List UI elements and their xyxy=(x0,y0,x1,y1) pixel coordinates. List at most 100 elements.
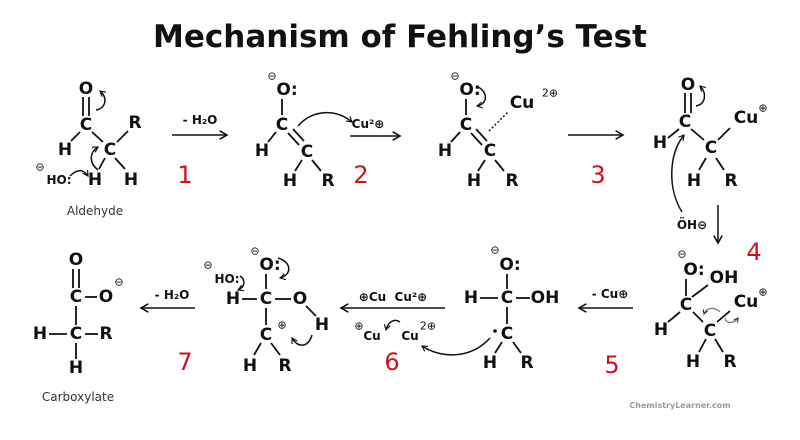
curved-arrow-icon xyxy=(383,319,401,332)
charge-negative: ⊖ xyxy=(677,248,686,261)
atom: R xyxy=(128,113,141,133)
atom: O: xyxy=(499,255,520,275)
curved-arrow-icon xyxy=(69,169,89,177)
step-4: 4 xyxy=(713,205,762,266)
molecule-hydroxy-cu: O: ⊖ OH C H C Cu ⊕ H R xyxy=(654,248,768,373)
charge-positive: ⊕ xyxy=(758,102,767,115)
charge-positive: ⊕ xyxy=(354,320,363,333)
curved-arrow-icon xyxy=(297,111,353,127)
atom: H xyxy=(58,140,72,160)
atom: H xyxy=(687,171,701,191)
atom: O xyxy=(99,287,113,307)
page-title: Mechanism of Fehling’s Test xyxy=(153,19,647,55)
watermark: ChemistryLearner.com xyxy=(629,401,730,410)
atom: H xyxy=(226,289,240,309)
reagent-label: - H₂O xyxy=(183,113,218,127)
molecule-radical: O: ⊖ H C OH C H R xyxy=(421,244,560,373)
atom: O xyxy=(681,75,695,95)
atom: R xyxy=(99,324,112,344)
atom: C xyxy=(679,112,691,132)
atom: O xyxy=(69,250,83,270)
atom: C xyxy=(484,141,496,161)
molecule-carboxylate: O C O ⊖ H C R H Carboxylate xyxy=(33,250,124,404)
radical-dot xyxy=(493,329,497,333)
atom: R xyxy=(278,356,291,376)
atom: H xyxy=(654,320,668,340)
atom: C xyxy=(301,142,313,162)
atom: R xyxy=(724,171,737,191)
curved-arrow-icon xyxy=(95,90,107,111)
curved-arrow-icon xyxy=(421,337,491,356)
atom: H xyxy=(255,141,269,161)
atom: O xyxy=(293,289,307,309)
curved-arrow-icon xyxy=(291,334,313,346)
step-5: - Cu⊕ 5 xyxy=(577,287,633,379)
curved-arrow-icon xyxy=(475,86,487,109)
curved-arrow-icon xyxy=(671,134,685,213)
atom: C xyxy=(260,289,272,309)
atom: R xyxy=(520,353,533,373)
atom: C xyxy=(104,140,116,160)
charge-negative: ⊖ xyxy=(250,245,259,258)
curved-arrow-icon xyxy=(724,317,739,324)
curved-arrow-icon xyxy=(277,257,290,281)
atom: H xyxy=(467,171,481,191)
charge-positive: 2⊕ xyxy=(542,87,558,100)
atom: C xyxy=(705,138,717,158)
atom: H xyxy=(483,353,497,373)
atom: O xyxy=(79,79,93,99)
step-number: 6 xyxy=(384,348,399,376)
reagent-label: ⊕Cu Cu²⊕ xyxy=(359,290,427,304)
atom: H xyxy=(283,171,297,191)
atom: C xyxy=(680,295,692,315)
atom: O: xyxy=(683,260,704,280)
atom: R xyxy=(321,171,334,191)
atom: C xyxy=(70,324,82,344)
atom: C xyxy=(276,115,288,135)
atom: H xyxy=(124,170,138,190)
hydroxide: HO: xyxy=(46,173,71,187)
atom: O: xyxy=(276,80,297,100)
charge-negative: ⊖ xyxy=(203,259,212,272)
atom: H xyxy=(33,324,47,344)
charge-negative: ⊖ xyxy=(35,161,44,174)
atom: Cu xyxy=(734,292,759,312)
step-number: 5 xyxy=(604,351,619,379)
step-6: ⊕Cu Cu²⊕ Cu 2⊕ Cu ⊕ 6 xyxy=(339,290,445,376)
hydroxide: HO: xyxy=(214,272,239,286)
atom: R xyxy=(505,171,518,191)
atom: Cu xyxy=(734,108,759,128)
step-2: Cu²⊕ 2 xyxy=(350,117,402,189)
charge-positive: ⊕ xyxy=(758,286,767,299)
carboxylate-label: Carboxylate xyxy=(42,390,114,404)
curved-arrow-icon xyxy=(236,275,245,292)
atom: H xyxy=(315,315,329,335)
reagent-label: - H₂O xyxy=(155,288,190,302)
atom: C xyxy=(70,287,82,307)
step-3: 3 xyxy=(568,130,625,189)
atom: H xyxy=(69,358,83,378)
atom: C xyxy=(80,115,92,135)
step-number: 2 xyxy=(353,161,368,189)
atom: H xyxy=(243,356,257,376)
atom: H xyxy=(653,133,667,153)
hydroxide-label: ÖH⊖ xyxy=(677,217,707,232)
molecule-enolate-cu: O: ⊖ C H C H R Cu 2⊕ xyxy=(438,70,558,192)
curved-arrow-icon xyxy=(702,307,721,315)
reagent-label: - Cu⊕ xyxy=(592,287,629,301)
atom: H xyxy=(88,170,102,190)
atom: Cu xyxy=(510,93,535,113)
atom: C xyxy=(501,288,513,308)
aldehyde-label: Aldehyde xyxy=(67,204,123,218)
atom: C xyxy=(501,324,513,344)
charge-negative: ⊖ xyxy=(267,70,276,83)
atom: R xyxy=(723,352,736,372)
atom: C xyxy=(260,325,272,345)
atom: H xyxy=(464,288,478,308)
charge-label: 2⊕ xyxy=(420,320,436,333)
curved-arrow-icon xyxy=(90,146,99,171)
charge-negative: ⊖ xyxy=(450,70,459,83)
copper-i-ion: Cu xyxy=(363,329,380,343)
molecule-aldehyde: O C R H C H H HO: ⊖ Aldehyde xyxy=(35,79,141,218)
atom: OH xyxy=(531,288,560,308)
